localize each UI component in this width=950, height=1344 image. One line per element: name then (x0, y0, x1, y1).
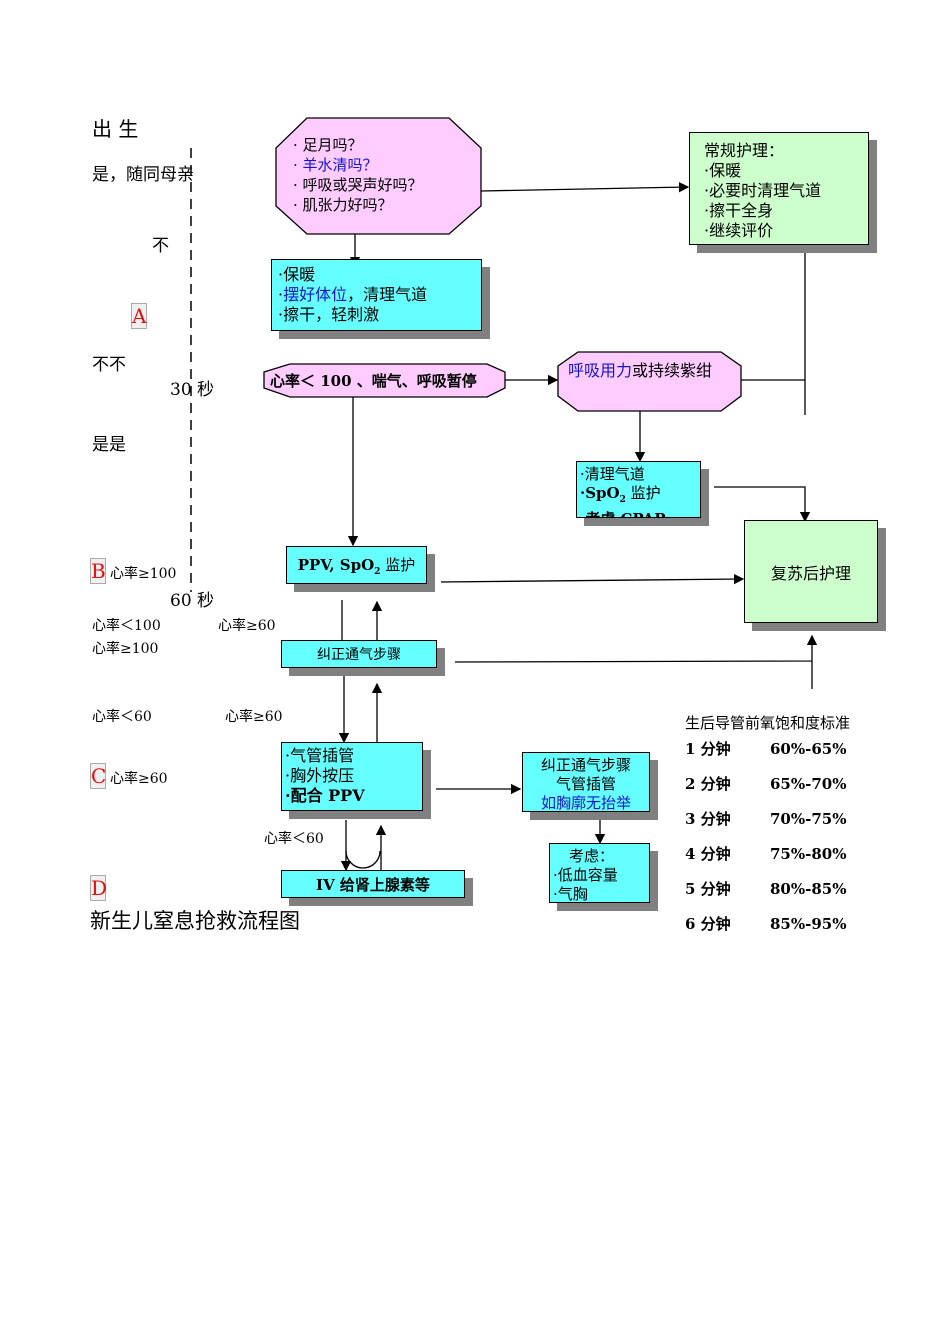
question-muscle-tone: · 肌张力好吗？ (293, 196, 393, 214)
intubation-item-compressions: ·胸外按压 (285, 766, 355, 785)
no-label: 不 (152, 236, 169, 256)
step-d-marker: D (90, 875, 108, 901)
correct2-line2: 气管插管 (555, 775, 616, 793)
spo2-table-row: 2 分钟 65%-70% (685, 769, 850, 804)
spo2-table-row: 1 分钟 60%-65% (685, 734, 850, 769)
30-seconds-label: 30 秒 (170, 380, 215, 400)
spo2-range: 85%-95% (770, 915, 847, 933)
hr-lt100-label: 心率＜100 (92, 618, 161, 634)
step-b-marker: B (90, 558, 106, 584)
initial-item-dry-stimulate: ·擦干，轻刺激 (278, 305, 380, 324)
ppv-box: PPV, SpO2 监护 (286, 546, 427, 584)
spo2-table-title: 生后导管前氧饱和度标准 (685, 714, 851, 732)
consider-title: 考虑： (569, 847, 615, 865)
correct-ventilation-box: 纠正通气步骤 (281, 640, 437, 668)
correct-ventilation-label: 纠正通气步骤 (317, 647, 401, 663)
spo2-table-row: 3 分钟 70%-75% (685, 804, 850, 839)
routine-item-warm: ·保暖 (704, 161, 742, 180)
spo2-table-rows: 1 分钟 60%-65% 2 分钟 65%-70% 3 分钟 70%-75% 4 分钟 75%… (685, 734, 850, 944)
birth-label: 出 生 (92, 117, 139, 141)
spo2-range: 65%-70% (770, 775, 847, 793)
airway-item-clear: ·清理气道 (580, 465, 645, 483)
arrow-ppv-post (440, 573, 745, 585)
correct-ventilation-2-box: 纠正通气步骤 气管插管 如胸廓无抬举 (522, 752, 650, 812)
hr-lt60-b-label: 心率＜60 (264, 831, 324, 847)
correct2-line3: 如胸廓无抬举 (540, 794, 631, 812)
no-no-label: 不不 (92, 355, 126, 375)
consider-item-pneumothorax: ·气胸 (553, 885, 588, 903)
iv-epinephrine-box: IV 给肾上腺素等 (281, 870, 465, 898)
routine-item-dry: ·擦干全身 (704, 201, 774, 220)
intubation-item-intubate: ·气管插管 (285, 746, 355, 765)
post-resuscitation-box: 复苏后护理 (744, 520, 878, 623)
spo2-range: 70%-75% (770, 810, 847, 828)
labored-breathing-check: 呼吸用力或持续紫绀 (568, 361, 713, 380)
spo2-time: 2 分钟 (685, 775, 731, 793)
spo2-time: 4 分钟 (685, 845, 731, 863)
hr-ge60-label: 心率≥60 (218, 618, 276, 634)
initial-item-warm: ·保暖 (278, 265, 316, 284)
60-seconds-label: 60 秒 (170, 591, 215, 611)
question-full-term: · 足月吗？ (293, 136, 363, 154)
routine-care-box: 常规护理： ·保暖 ·必要时清理气道 ·擦干全身 ·继续评价 (689, 132, 869, 245)
hr-ge100-b-label: 心率≥100 (92, 641, 159, 657)
spo2-range: 75%-80% (770, 845, 847, 863)
page-title: 新生儿窒息抢救流程图 (90, 909, 300, 933)
post-resuscitation-label: 复苏后护理 (770, 563, 851, 583)
hr-ge60-b-label: 心率≥60 (225, 709, 283, 725)
assessment-questions: · 足月吗？ · 羊水清吗？ · 呼吸或哭声好吗？ · 肌张力好吗？ (293, 135, 423, 215)
airway-item-spo2: ·SpO2 监护 (580, 484, 661, 505)
hr-apnea-check: 心率＜ 100 、喘气、呼吸暂停 (270, 372, 477, 390)
hr-lt60-label: 心率＜60 (92, 709, 152, 725)
spo2-time: 6 分钟 (685, 915, 731, 933)
spo2-table-row: 5 分钟 80%-85% (685, 874, 850, 909)
spo2-standard-table: 生后导管前氧饱和度标准 1 分钟 60%-65% 2 分钟 65%-70% 3 分钟 70… (685, 712, 850, 944)
consider-box: 考虑： ·低血容量 ·气胸 (549, 843, 650, 903)
airway-item-cpap: ·考虑 CPAP (580, 510, 700, 517)
spo2-table-row: 4 分钟 75%-80% (685, 839, 850, 874)
step-a-marker: A (131, 303, 147, 329)
correct2-line1: 纠正通气步骤 (540, 756, 631, 774)
airway-cpap-box: ·清理气道 ·SpO2 监护 ·考虑 CPAP (576, 461, 701, 518)
initial-steps-box: ·保暖 ·摆好体位，清理气道 ·擦干，轻刺激 (271, 259, 482, 331)
initial-item-position: ·摆好体位，清理气道 (278, 285, 428, 304)
iv-epinephrine-label: IV 给肾上腺素等 (316, 875, 430, 894)
spo2-range: 60%-65% (770, 740, 847, 758)
consider-item-hypovolemia: ·低血容量 (553, 866, 618, 884)
step-c-marker: C (90, 763, 107, 789)
question-amniotic-clear: · 羊水清吗？ (293, 156, 378, 174)
routine-item-airway: ·必要时清理气道 (704, 181, 822, 200)
hr-ge100-label: 心率≥100 (110, 566, 177, 582)
spo2-time: 3 分钟 (685, 810, 731, 828)
arrow-assess-routine (480, 181, 690, 193)
spo2-time: 5 分钟 (685, 880, 731, 898)
routine-item-evaluate: ·继续评价 (704, 221, 774, 240)
yes-yes-label: 是是 (92, 435, 126, 455)
intubation-box: ·气管插管 ·胸外按压 ·配合 PPV (281, 742, 423, 811)
spo2-time: 1 分钟 (685, 740, 731, 758)
intubation-item-ppv: ·配合 PPV (285, 786, 365, 805)
ppv-label: PPV, SpO2 监护 (297, 555, 416, 577)
question-breathing-crying: · 呼吸或哭声好吗？ (293, 176, 423, 194)
c-hr-ge60-label: 心率≥60 (110, 771, 168, 787)
spo2-table-row: 6 分钟 85%-95% (685, 909, 850, 944)
routine-care-title: 常规护理： (704, 141, 785, 160)
yes-with-mother-label: 是，随同母亲 (92, 165, 194, 185)
spo2-range: 80%-85% (770, 880, 847, 898)
